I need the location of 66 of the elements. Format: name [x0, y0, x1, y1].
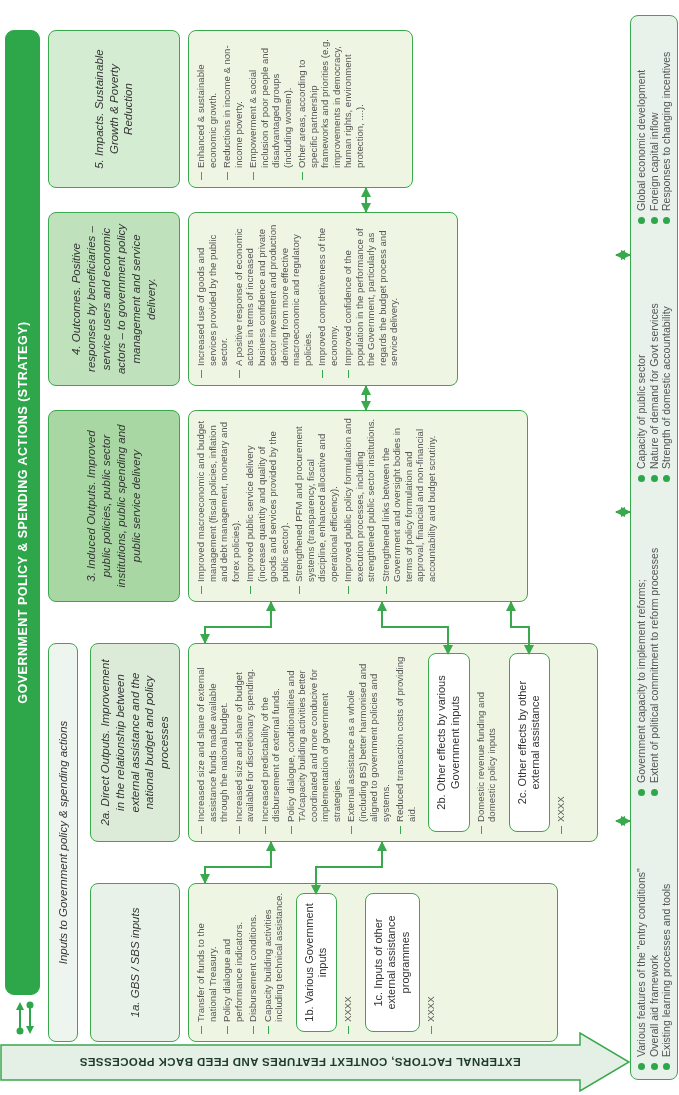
list-item: Policy dialogue and performance indicators. [221, 891, 244, 1034]
bullet-item: Nature of demand for Govt services [647, 238, 661, 483]
list-item: Policy dialogue, conditionalities and TA/capacity building activities better coordinated and more conducive for implementation of government strategies. [284, 651, 342, 834]
list-item: Strengthened links between the Government and oversight bodies in terms of policy formulation and approval, financial and non-financial accountability and budget scrutiny. [379, 418, 437, 594]
block-arrow [0, 1032, 630, 1092]
list-item: Improved public policy formulation and execution processes, including strengthened public sector institutions. [342, 418, 377, 594]
title-band: GOVERNMENT POLICY & SPENDING ACTIONS (STRATEGY) [5, 30, 40, 995]
list-item: Other areas, according to specific partnership frameworks and priorities (e.g. improvements in democracy, human rights, environment protection, ....). [296, 38, 365, 180]
arrow [361, 187, 371, 213]
list-item: Increased size and share of budget available for discretionary spending. [232, 651, 256, 834]
arrow [615, 507, 631, 517]
header-box: 4. Outcomes. Positive responses by beneficiaries – service users and economic actors – to government policy management and service delivery. [48, 212, 180, 386]
effect-box: 2b. Other effects by various Government inputs [428, 653, 470, 832]
list-item: Strengthened PFM and procurement systems (transparency, fiscal discipline, enhanced allocative and operational efficiency). [293, 418, 339, 594]
arrow [311, 841, 387, 895]
bullet-item: Strength of domestic accountability [660, 238, 673, 483]
list-item: Enhanced & sustainable economic growth. [195, 38, 218, 180]
list-item: Empowerment & social inclusion of poor people and disadvantaged groups (including women). [247, 38, 293, 180]
list-item: Improved competitiveness of the economy. [316, 220, 339, 378]
list-item: Increased size and share of external assistance funds made available through the national budget. [195, 651, 230, 834]
list-item: XXXX [342, 891, 354, 1034]
effect-box: 1b. Various Government inputs [295, 893, 337, 1032]
list-item: XXXX [424, 891, 437, 1034]
list-item: Increased use of goods and services provided by the public sector. [195, 220, 230, 378]
list-item: Domestic revenue funding and domestic policy inputs [474, 651, 498, 834]
list-item: Capacity building activities including technical assistance. [261, 891, 285, 1034]
effect-box: 2c. Other effects by other external assistance [508, 653, 550, 832]
header-box: Inputs to Government policy & spending actions [48, 643, 78, 1042]
bullet-item: Overall aid framework [647, 856, 661, 1071]
header-box: 3. Induced Outputs. Improved public policies, public sector institutions, public spending and public service delivery [48, 410, 180, 602]
bullet-item: Global economic development [635, 20, 648, 225]
bullet-item: Responses to changing incentives [660, 20, 673, 225]
bullet-item: Various features of the "entry conditions" [635, 856, 648, 1071]
bullet-item: Capacity of public sector [635, 238, 648, 483]
arrow [361, 385, 371, 411]
list-item: External assistance as a whole (including BS) better harmonised and aligned to government policies and systems. [345, 651, 391, 834]
arrow [615, 250, 631, 260]
arrow [506, 601, 534, 655]
bullet-item: Foreign capital inflow [647, 20, 661, 225]
bullet-item: Existing learning processes and tools [660, 856, 673, 1071]
bullet-item: Extent of political commitment to reform processes [647, 532, 661, 797]
header-box: 1a. GBS / SBS inputs [90, 883, 180, 1042]
list-item: Improved public service delivery (increase quantity and quality of goods and services provided by the public sector). [244, 418, 290, 594]
arrow [615, 816, 631, 826]
list-item: Increased predictability of the disbursement of external funds. [258, 651, 282, 834]
bullet-item: Government capacity to implement reforms; [635, 532, 648, 797]
content-box [188, 410, 528, 602]
arrow [200, 841, 276, 884]
list-item: Improved confidence of the population in the performance of the Government, particularly as regards the budget process and service delivery. [342, 220, 400, 378]
arrow [200, 601, 276, 644]
content-box [188, 643, 598, 842]
list-item: Disbursement conditions. [247, 891, 259, 1034]
factors-box [630, 15, 678, 1080]
list-item: Improved macroeconomic and budget management (fiscal policies, inflation and debt management, monetary and forex policies). [195, 418, 241, 594]
header-box: 5. Impacts. Sustainable Growth & Poverty Reduction [48, 30, 180, 188]
list-item: Transfer of funds to the national Treasury. [195, 891, 218, 1034]
list-item: Reductions in income & non-income poverty. [221, 38, 244, 180]
content-box [188, 30, 413, 188]
arrow [377, 601, 453, 655]
header-box: 2a. Direct Outputs. Improvement in the relationship between external assistance and the national budget and policy processes [90, 643, 180, 842]
content-box [188, 212, 458, 386]
list-item: Reduced transaction costs of providing aid. [394, 651, 417, 834]
band-label: EXTERNAL FACTORS, CONTEXT FEATURES AND FEED BACK PROCESSES [79, 1056, 521, 1068]
content-box [188, 883, 558, 1042]
list-item: XXXX [555, 651, 567, 834]
list-item: A positive response of economic actors in terms of increased business confidence and private sector investment and production deriving from more effective macroeconomic and regulatory policies. [232, 220, 313, 378]
